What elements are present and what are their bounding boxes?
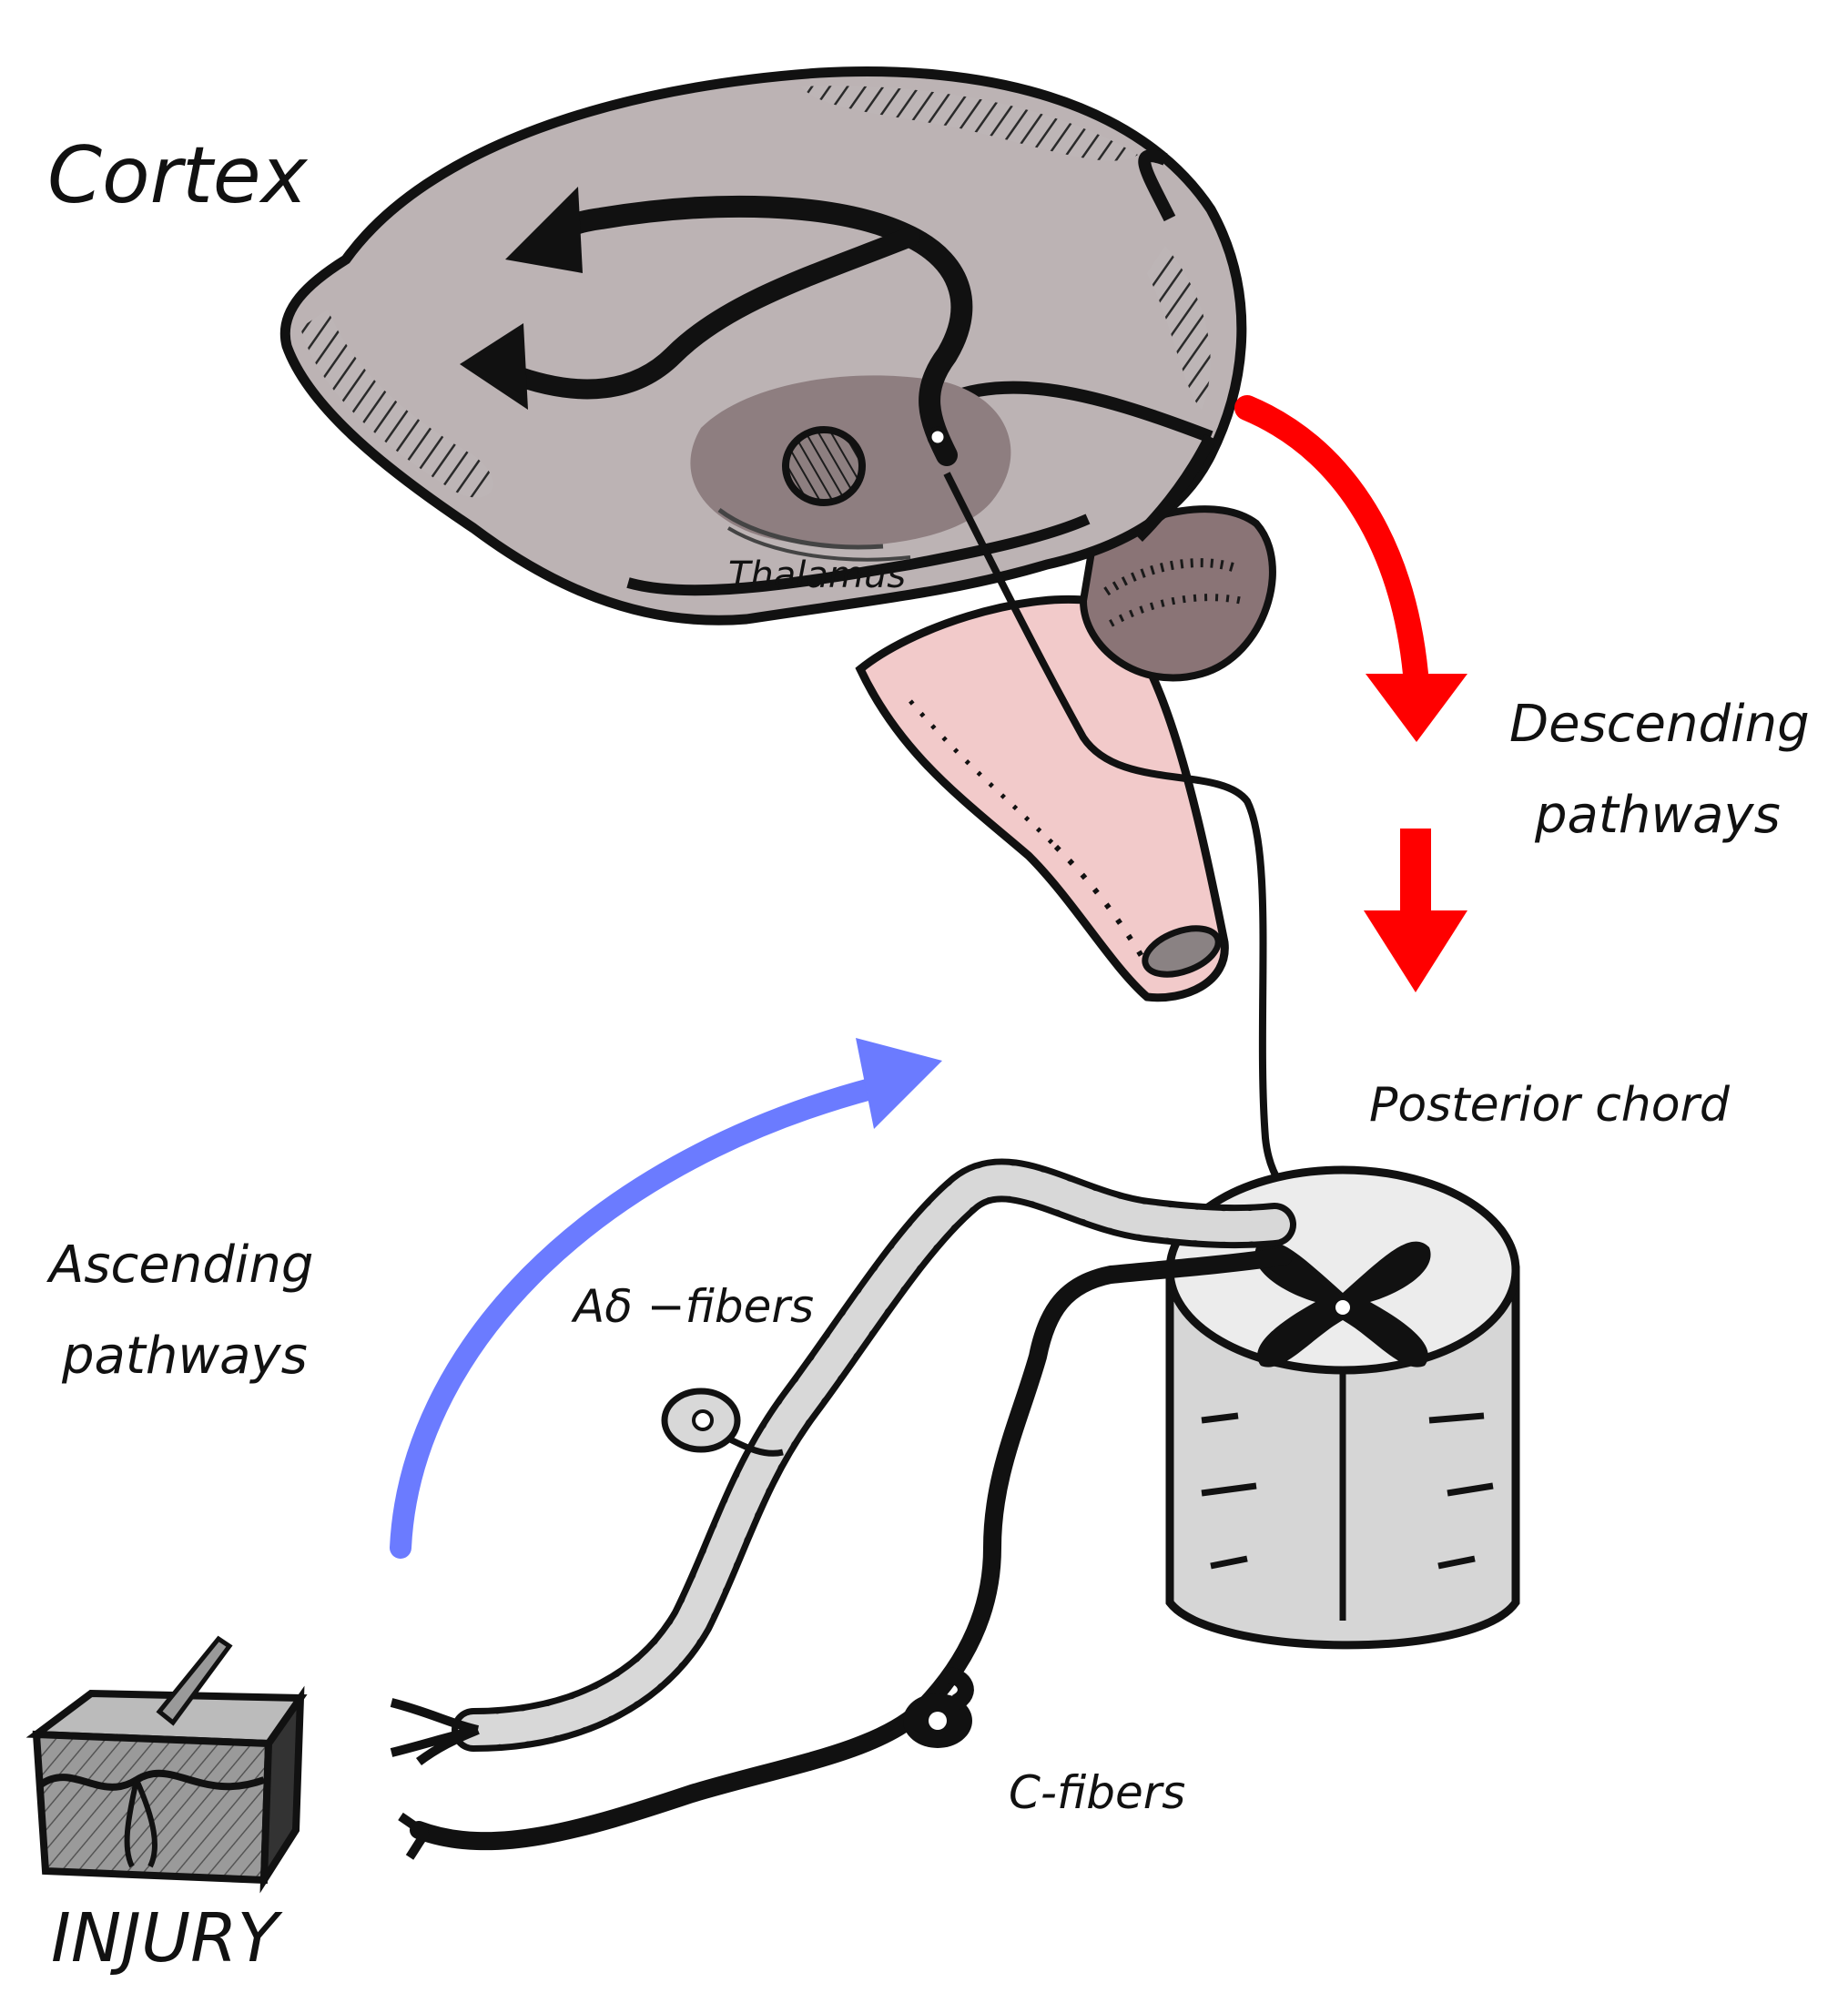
descending-pathways-arrow — [1234, 395, 1467, 992]
injury-label: INJURY — [51, 1899, 279, 1978]
ascending-pathways-arrow — [390, 1038, 942, 1559]
cerebellum-icon — [1079, 505, 1276, 682]
a-delta-fiber-icon — [390, 1158, 1296, 1766]
posterior-chord-label: Posterior chord — [1369, 1078, 1730, 1133]
cortex-label: Cortex — [47, 130, 308, 221]
descending-pathways-label-line2: pathways — [1535, 786, 1781, 845]
spinal-cord-section-icon — [1165, 1165, 1520, 1650]
cortex-signal-arrow-icon — [460, 187, 973, 466]
c-fibers-label: C-fibers — [1009, 1766, 1186, 1819]
skin-injury-icon — [25, 1635, 308, 1894]
brain-icon — [279, 66, 1247, 625]
thalamus-label: Thalamus — [728, 554, 907, 596]
brainstem-icon — [855, 595, 1229, 1002]
a-delta-fibers-label: Aδ −fibers — [574, 1280, 814, 1333]
ascending-pathways-label-line1: Ascending — [49, 1235, 314, 1295]
ascending-pathways-label-line2: pathways — [62, 1327, 308, 1386]
descending-pathways-label-line1: Descending — [1509, 695, 1810, 754]
spinothalamic-tract-line — [943, 472, 1296, 1212]
c-fiber-icon — [398, 1247, 1293, 1860]
